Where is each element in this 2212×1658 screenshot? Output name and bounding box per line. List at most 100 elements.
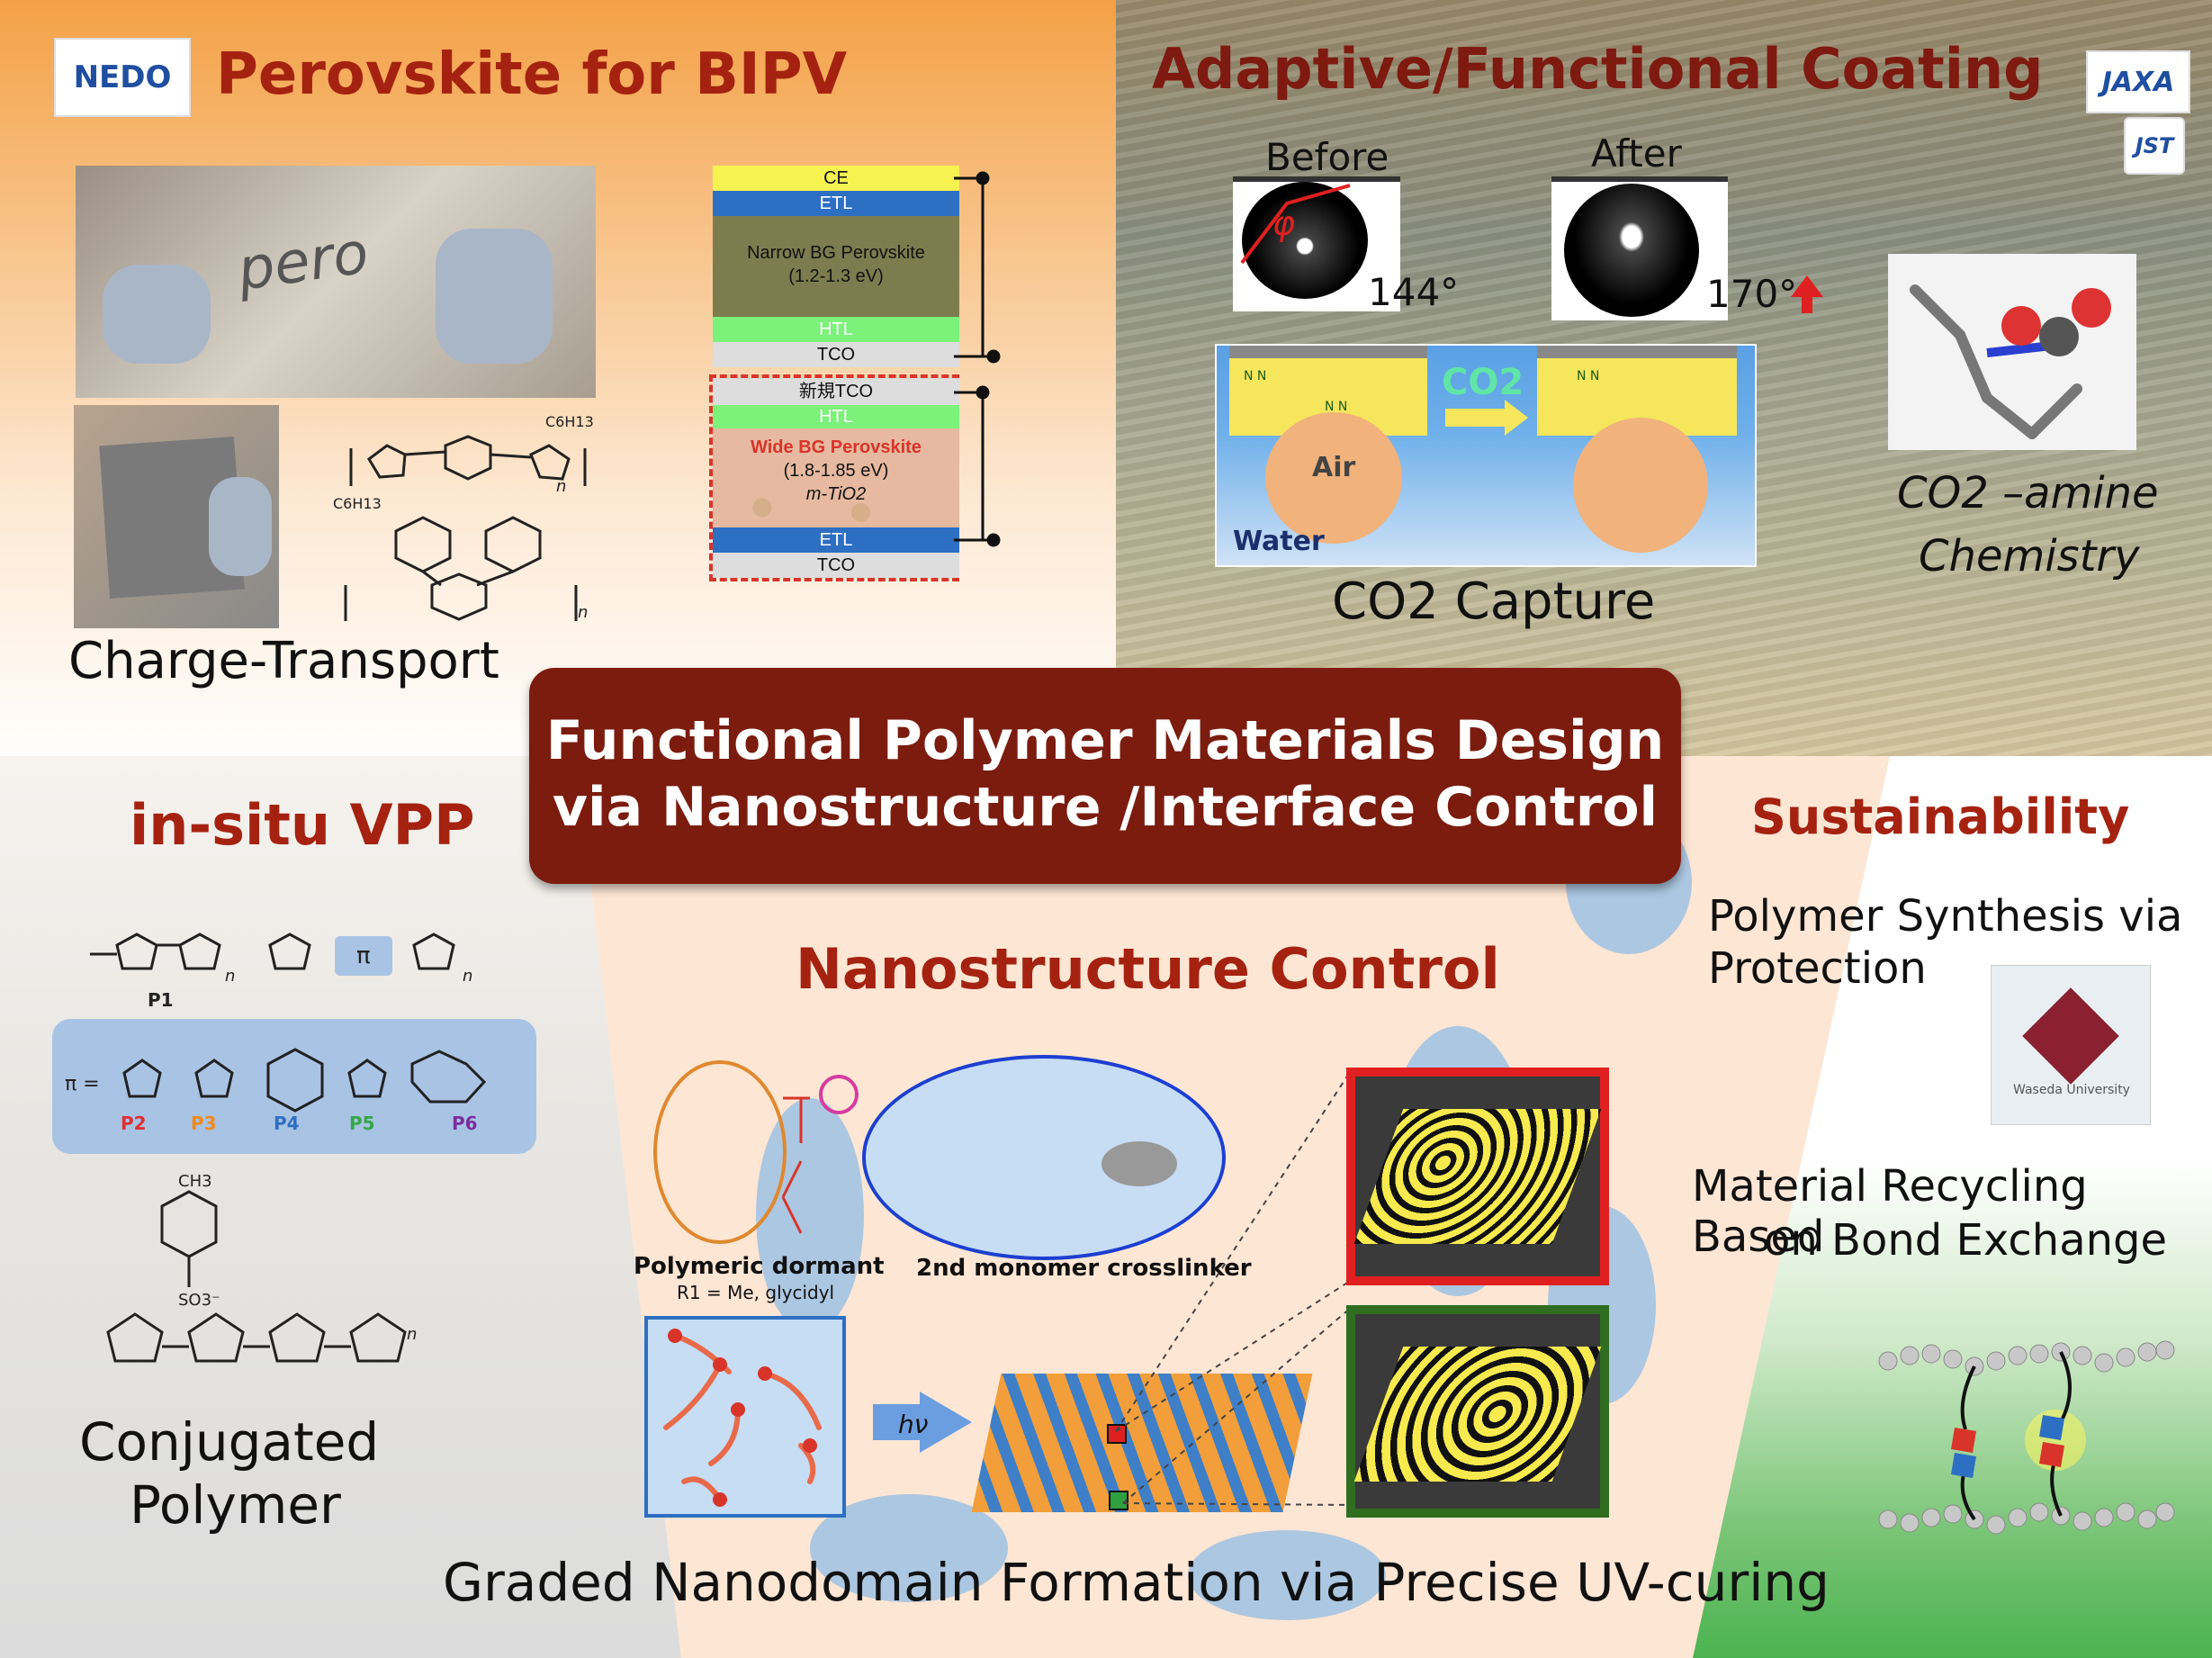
- glove-right: [436, 229, 553, 364]
- angle-before: 144°: [1368, 270, 1460, 314]
- after-label: After: [1591, 131, 1682, 176]
- top-region-marker: [1107, 1424, 1127, 1444]
- nanodomain-caption: Graded Nanodomain Formation via Precise …: [443, 1552, 1830, 1613]
- layer-htl-top: HTL: [713, 317, 959, 342]
- co2-amine-model: [1888, 254, 2136, 450]
- glove-left: [103, 265, 211, 364]
- co2-arrow-icon: [1445, 409, 1508, 427]
- crosslinker-ellipse: [862, 1055, 1226, 1260]
- p3-label: P3: [191, 1113, 217, 1134]
- vpp-n-1: n: [225, 967, 235, 986]
- waseda-text: Waseda University: [2013, 1083, 2130, 1097]
- bond-exchange-diagram: [1878, 1340, 2175, 1535]
- co2-capture-diagram: N N N N N N CO2 Air Water: [1215, 344, 1757, 567]
- narrow-bg-label: Narrow BG Perovskite: [747, 243, 925, 263]
- thiophene-polymers: π n n P1: [90, 933, 472, 1011]
- layer-tco-top: TCO: [713, 342, 959, 367]
- tio2-label: m-TiO2: [805, 484, 867, 504]
- droplet-before: [1242, 182, 1368, 299]
- polymeric-dormant-structure: [653, 1060, 859, 1244]
- amine-group-label: N N: [1244, 369, 1267, 383]
- coating-title: Adaptive/Functional Coating: [1152, 36, 2044, 102]
- sustainability-title: Sustainability: [1751, 788, 2130, 845]
- recycling-line2: on Bond Exchange: [1764, 1215, 2168, 1266]
- film-photo: [74, 405, 279, 628]
- n-subscript-1: n: [556, 477, 566, 496]
- layer-new-tco: 新規TCO: [713, 378, 959, 405]
- hv-label: hν: [898, 1410, 929, 1439]
- waseda-sample: Waseda University: [1991, 965, 2151, 1125]
- uv-arrow-icon: [873, 1404, 922, 1440]
- glove-hold: [209, 477, 272, 576]
- p2-label: P2: [121, 1113, 147, 1134]
- water-label: Water: [1233, 526, 1325, 557]
- conjugated-line2: Polymer: [130, 1474, 341, 1536]
- layer-ce: CE: [713, 166, 959, 191]
- nanostructure-title: Nanostructure Control: [796, 936, 1500, 1002]
- jaxa-logo: JAXA: [2086, 50, 2190, 113]
- increase-arrow-icon: [1791, 275, 1823, 297]
- perovskite-title: Perovskite for BIPV: [216, 41, 848, 108]
- waseda-emblem: [2022, 987, 2119, 1085]
- pedot-n: n: [407, 1325, 417, 1344]
- angle-after: 170°: [1706, 272, 1798, 316]
- droplet-after: [1564, 184, 1699, 317]
- c6h13-label-bottom: C6H13: [333, 495, 382, 512]
- vpp-n-2: n: [463, 967, 472, 986]
- protection-line1: Polymer Synthesis via: [1708, 891, 2183, 942]
- p5-label: P5: [349, 1113, 375, 1134]
- vpp-title: in-situ VPP: [130, 792, 475, 858]
- droplet-before-frame: φ 144°: [1233, 176, 1459, 314]
- co2-amine-line1: CO2 –amine: [1897, 468, 2159, 518]
- afm-bottom-image: [1346, 1305, 1609, 1518]
- so3-label: SO3⁻: [178, 1291, 220, 1310]
- nedo-logo-text: NEDO: [73, 59, 172, 95]
- charge-transport-caption: Charge-Transport: [68, 632, 499, 690]
- jaxa-logo-text: JAXA: [2101, 66, 2175, 98]
- layer-etl-bottom: ETL: [713, 527, 959, 553]
- r1-label: R1 = Me, glycidyl: [677, 1282, 835, 1303]
- coating-photo: pero: [76, 166, 596, 398]
- c6h13-label-top: C6H13: [545, 413, 594, 430]
- co2-capture-caption: CO2 Capture: [1332, 572, 1656, 631]
- nedo-logo: NEDO: [54, 38, 191, 117]
- air-bubble: [1265, 412, 1402, 544]
- layer-narrow-bg: Narrow BG Perovskite (1.2-1.3 eV): [713, 216, 959, 317]
- photo-text: pero: [233, 220, 373, 304]
- dormant-solution-box: [644, 1316, 846, 1518]
- conjugated-line1: Conjugated: [79, 1411, 380, 1473]
- central-banner: Functional Polymer Materials Design via …: [529, 668, 1681, 884]
- tandem-stack: CE ETL Narrow BG Perovskite (1.2-1.3 eV)…: [709, 166, 959, 589]
- jst-logo: JST: [2124, 117, 2185, 175]
- ch3-label: CH3: [178, 1172, 212, 1191]
- stack-wiring: [954, 171, 1001, 547]
- recycling-line1: Material Recycling Based: [1692, 1161, 2088, 1262]
- wide-bg-label: Wide BG Perovskite: [751, 437, 922, 457]
- banner-line2: via Nanostructure /Interface Control: [552, 776, 1659, 839]
- layer-htl-bottom: HTL: [713, 405, 959, 428]
- p1-label: P1: [148, 989, 174, 1011]
- co2-label: CO2: [1442, 362, 1524, 403]
- phi-label: φ: [1272, 203, 1296, 243]
- layer-wide-bg: Wide BG Perovskite (1.8-1.85 eV) m-TiO2: [713, 428, 959, 527]
- dormant-label: Polymeric dormant: [634, 1253, 885, 1280]
- monomer-label: 2nd monomer crosslinker: [916, 1255, 1252, 1282]
- charge-transport-molecules: C6H13 C6H13 n n: [333, 413, 594, 622]
- banner-line1: Functional Polymer Materials Design: [545, 709, 1665, 772]
- wetted-bubble: [1573, 418, 1708, 553]
- co2-amine-line2: Chemistry: [1919, 531, 2140, 581]
- n-subscript-2: n: [578, 603, 588, 622]
- air-label: Air: [1312, 452, 1356, 483]
- pi-equals: π =: [65, 1073, 100, 1095]
- pedot-structure: CH3 SO3⁻ n: [106, 1172, 417, 1363]
- crosslinker-core: [1102, 1141, 1177, 1186]
- droplet-after-frame: [1551, 176, 1728, 320]
- p6-label: P6: [452, 1113, 478, 1134]
- before-label: Before: [1265, 135, 1389, 179]
- layer-tco-bottom: TCO: [713, 553, 959, 578]
- narrow-bg-ev: (1.2-1.3 eV): [788, 266, 884, 286]
- protection-line2: Protection: [1708, 943, 1927, 994]
- afm-top-image: [1346, 1068, 1609, 1285]
- p4-label: P4: [274, 1113, 300, 1134]
- layer-etl-top: ETL: [713, 191, 959, 216]
